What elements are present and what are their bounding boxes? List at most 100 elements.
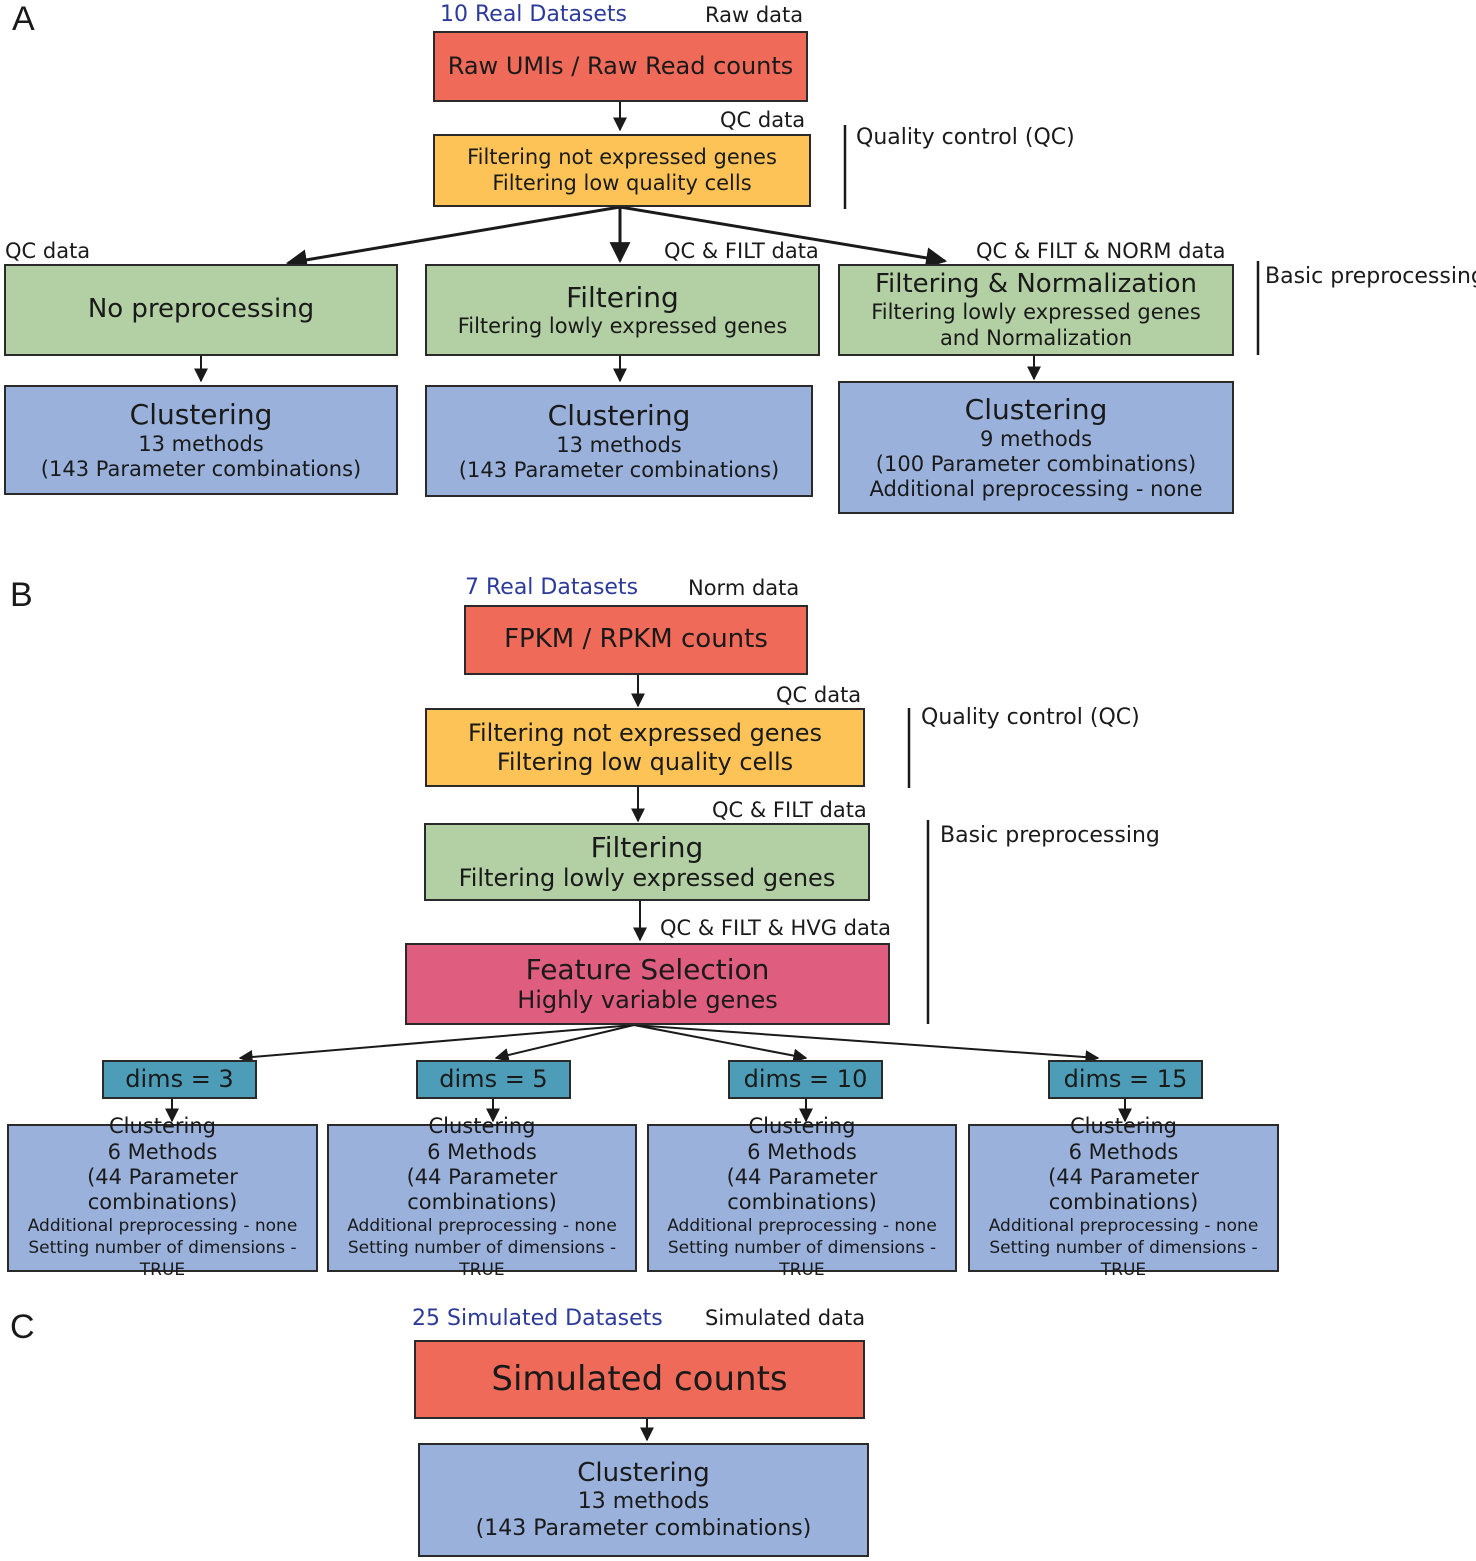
clustering-methods-a1: 13 methods xyxy=(138,431,264,456)
clustering-title-b3: Clustering xyxy=(748,1114,856,1139)
arrow-fs-to-dims5 xyxy=(494,1024,635,1062)
fpkm-text: FPKM / RPKM counts xyxy=(504,624,768,655)
clustering-title-b2: Clustering xyxy=(428,1114,536,1139)
clustering-params-b4: (44 Parameter combinations) xyxy=(1048,1164,1199,1215)
clustering-methods-b2: 6 Methods xyxy=(427,1139,537,1164)
dims-label-3: dims = 3 xyxy=(125,1065,234,1094)
filt-norm-sub1: Filtering lowly expressed genes xyxy=(871,300,1201,325)
clustering-addl-b1: Additional preprocessing - none xyxy=(27,1216,298,1237)
clustering-title-b1: Clustering xyxy=(108,1114,216,1139)
feature-selection-title: Feature Selection xyxy=(525,952,770,986)
qc-line2-b: Filtering low quality cells xyxy=(496,747,794,776)
clustering-dims-b4: Setting number of dimensions - TRUE xyxy=(989,1238,1258,1281)
panel-c-datasets-label: 25 Simulated Datasets xyxy=(412,1306,663,1331)
clustering-params-a3: (100 Parameter combinations) xyxy=(875,451,1197,476)
panel-a-letter: A xyxy=(12,0,35,38)
dims-box-15: dims = 15 xyxy=(1048,1060,1203,1099)
clustering-title-a1: Clustering xyxy=(129,398,273,432)
norm-data-label: Norm data xyxy=(688,576,800,600)
clustering-box-c: Clustering 13 methods (143 Parameter com… xyxy=(418,1443,869,1557)
clustering-box-a3: Clustering 9 methods (100 Parameter comb… xyxy=(838,381,1234,514)
clustering-addl-b4: Additional preprocessing - none xyxy=(988,1216,1259,1237)
clustering-methods-a2: 13 methods xyxy=(556,432,682,457)
qc-box-b: Filtering not expressed genes Filtering … xyxy=(425,708,865,787)
arrow-fs-to-dims10 xyxy=(633,1024,808,1063)
clustering-methods-a3: 9 methods xyxy=(979,426,1093,451)
simulated-data-label: Simulated data xyxy=(705,1306,866,1330)
arrow-qc-to-nopre xyxy=(285,205,621,271)
filtering-sub-a: Filtering lowly expressed genes xyxy=(457,314,788,339)
clustering-box-b4: Clustering 6 Methods (44 Parameter combi… xyxy=(968,1114,1279,1280)
clustering-params-c: (143 Parameter combinations) xyxy=(475,1515,812,1541)
branch2-label: QC & FILT data xyxy=(664,239,819,263)
qc-data-label-b: QC data xyxy=(776,683,862,707)
basic-side-label-b: Basic preprocessing xyxy=(940,823,1160,848)
clustering-addl-a3: Additional preprocessing - none xyxy=(869,476,1203,501)
dims-label-5: dims = 5 xyxy=(439,1065,548,1094)
simulated-counts-text: Simulated counts xyxy=(491,1359,788,1400)
clustering-methods-b1: 6 Methods xyxy=(107,1139,218,1164)
clustering-box-b1: Clustering 6 Methods (44 Parameter combi… xyxy=(7,1114,318,1280)
feature-selection-sub: Highly variable genes xyxy=(517,986,778,1015)
qc-side-label-a: Quality control (QC) xyxy=(856,125,1075,150)
clustering-title-c: Clustering xyxy=(577,1458,710,1489)
arrow-fs-to-dims15 xyxy=(633,1024,1100,1065)
qc-line1-b: Filtering not expressed genes xyxy=(467,718,823,747)
fpkm-box: FPKM / RPKM counts xyxy=(464,605,808,675)
panel-c-letter: C xyxy=(10,1308,35,1346)
no-preprocessing-text: No preprocessing xyxy=(87,294,315,325)
hvg-data-label: QC & FILT & HVG data xyxy=(660,916,891,940)
filtering-title-a: Filtering xyxy=(566,280,679,314)
raw-counts-text: Raw UMIs / Raw Read counts xyxy=(447,52,794,81)
qc-data-label-a: QC data xyxy=(720,108,806,132)
dims-box-3: dims = 3 xyxy=(102,1060,257,1099)
panel-b-datasets-label: 7 Real Datasets xyxy=(465,575,639,600)
clustering-title-a3: Clustering xyxy=(964,392,1108,426)
qc-box-a: Filtering not expressed genes Filtering … xyxy=(433,134,811,207)
clustering-box-b3: Clustering 6 Methods (44 Parameter combi… xyxy=(647,1114,957,1280)
clustering-dims-b1: Setting number of dimensions - TRUE xyxy=(28,1238,297,1281)
clustering-title-b4: Clustering xyxy=(1069,1114,1177,1139)
clustering-box-a1: Clustering 13 methods (143 Parameter com… xyxy=(4,385,398,495)
branch1-label: QC data xyxy=(5,239,91,263)
clustering-dims-b3: Setting number of dimensions - TRUE xyxy=(667,1238,937,1281)
filt-norm-box: Filtering & Normalization Filtering lowl… xyxy=(838,264,1234,356)
dims-box-5: dims = 5 xyxy=(416,1060,571,1099)
filtering-box-b: Filtering Filtering lowly expressed gene… xyxy=(424,823,870,901)
clustering-params-a1: (143 Parameter combinations) xyxy=(40,456,362,481)
clustering-params-b3: (44 Parameter combinations) xyxy=(726,1164,878,1215)
no-preprocessing-box: No preprocessing xyxy=(4,264,398,356)
clustering-params-b1: (44 Parameter combinations) xyxy=(87,1164,238,1215)
qc-side-label-b: Quality control (QC) xyxy=(921,705,1140,730)
clustering-params-a2: (143 Parameter combinations) xyxy=(458,457,780,482)
raw-data-label: Raw data xyxy=(705,3,804,27)
filt-data-label-b: QC & FILT data xyxy=(712,798,867,822)
basic-side-label-a: Basic preprocessing xyxy=(1265,264,1476,289)
clustering-params-b2: (44 Parameter combinations) xyxy=(406,1164,558,1215)
filtering-title-b: Filtering xyxy=(590,830,704,864)
clustering-box-a2: Clustering 13 methods (143 Parameter com… xyxy=(425,385,813,497)
raw-counts-box: Raw UMIs / Raw Read counts xyxy=(433,31,808,102)
branch3-label: QC & FILT & NORM data xyxy=(976,239,1226,263)
panel-a-datasets-label: 10 Real Datasets xyxy=(440,2,628,27)
simulated-counts-box: Simulated counts xyxy=(414,1340,865,1419)
qc-line2-a: Filtering low quality cells xyxy=(492,170,752,195)
dims-label-15: dims = 15 xyxy=(1063,1065,1188,1094)
filt-norm-sub2: and Normalization xyxy=(939,325,1133,350)
dims-label-10: dims = 10 xyxy=(743,1065,868,1094)
filtering-box-a: Filtering Filtering lowly expressed gene… xyxy=(425,264,820,356)
arrow-fs-to-dims3 xyxy=(238,1024,635,1064)
clustering-addl-b2: Additional preprocessing - none xyxy=(347,1216,617,1237)
panel-b-letter: B xyxy=(10,576,33,614)
arrow-qc-to-fn xyxy=(619,205,948,269)
feature-selection-box: Feature Selection Highly variable genes xyxy=(405,943,890,1025)
clustering-addl-b3: Additional preprocessing - none xyxy=(667,1216,937,1237)
filtering-sub-b: Filtering lowly expressed genes xyxy=(458,864,836,893)
clustering-methods-c: 13 methods xyxy=(577,1489,710,1515)
filt-norm-title: Filtering & Normalization xyxy=(874,269,1198,300)
qc-line1-a: Filtering not expressed genes xyxy=(467,145,777,170)
clustering-methods-b3: 6 Methods xyxy=(747,1139,857,1164)
clustering-methods-b4: 6 Methods xyxy=(1068,1139,1179,1164)
clustering-dims-b2: Setting number of dimensions - TRUE xyxy=(347,1238,617,1281)
